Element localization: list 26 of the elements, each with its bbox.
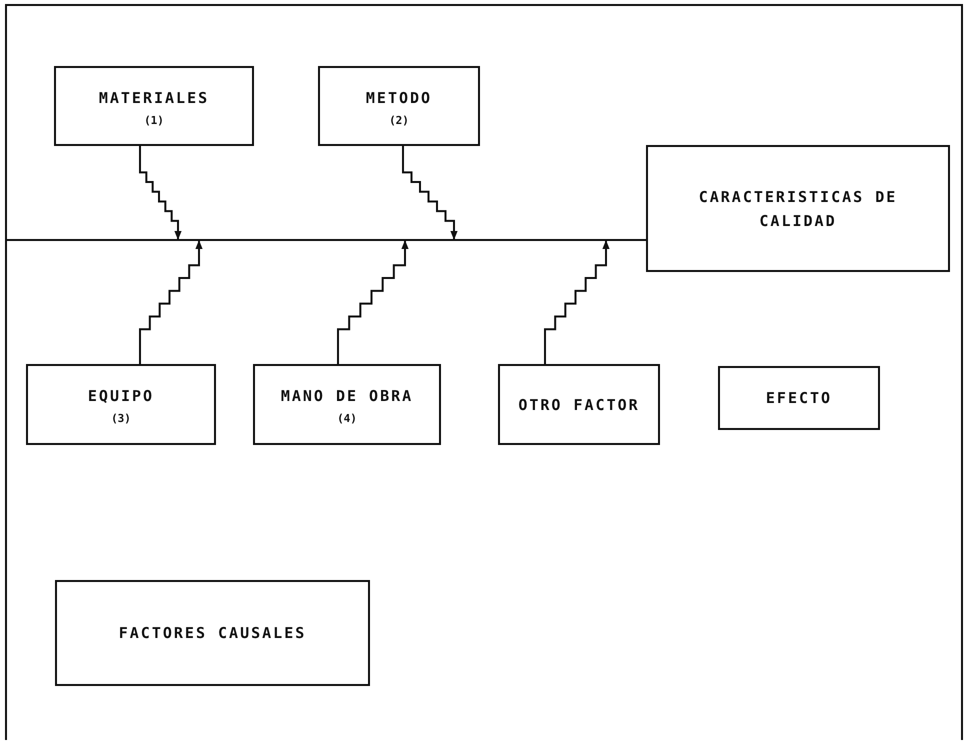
factor-box (498, 364, 660, 445)
box-number: (3) (111, 412, 131, 425)
box-title: FACTORES CAUSALES (118, 623, 306, 644)
box-number: (2) (389, 114, 409, 126)
factor-box (54, 66, 254, 146)
factor-box (26, 364, 216, 445)
arrow (337, 240, 409, 364)
effect-box (646, 145, 950, 272)
arrow (544, 240, 610, 364)
box-title: MANO DE OBRA (280, 386, 414, 407)
box-number: (4) (337, 412, 357, 425)
spine-line (6, 239, 646, 241)
factor-box (318, 66, 480, 146)
arrow (139, 240, 203, 364)
arrow (402, 146, 458, 240)
box-title: EFECTO (766, 388, 832, 409)
box-title: OTRO FACTOR (518, 394, 640, 416)
box-title: CARACTERISTICAS DE CALIDAD (698, 186, 898, 232)
box-title: MATERIALES (98, 88, 210, 108)
box-title: METODO (366, 88, 432, 108)
factor-box (253, 364, 441, 445)
arrow (139, 146, 182, 240)
factor-box (55, 580, 370, 686)
box-number: (1) (144, 114, 164, 126)
factor-box (718, 366, 880, 430)
box-title: EQUIPO (88, 386, 154, 407)
